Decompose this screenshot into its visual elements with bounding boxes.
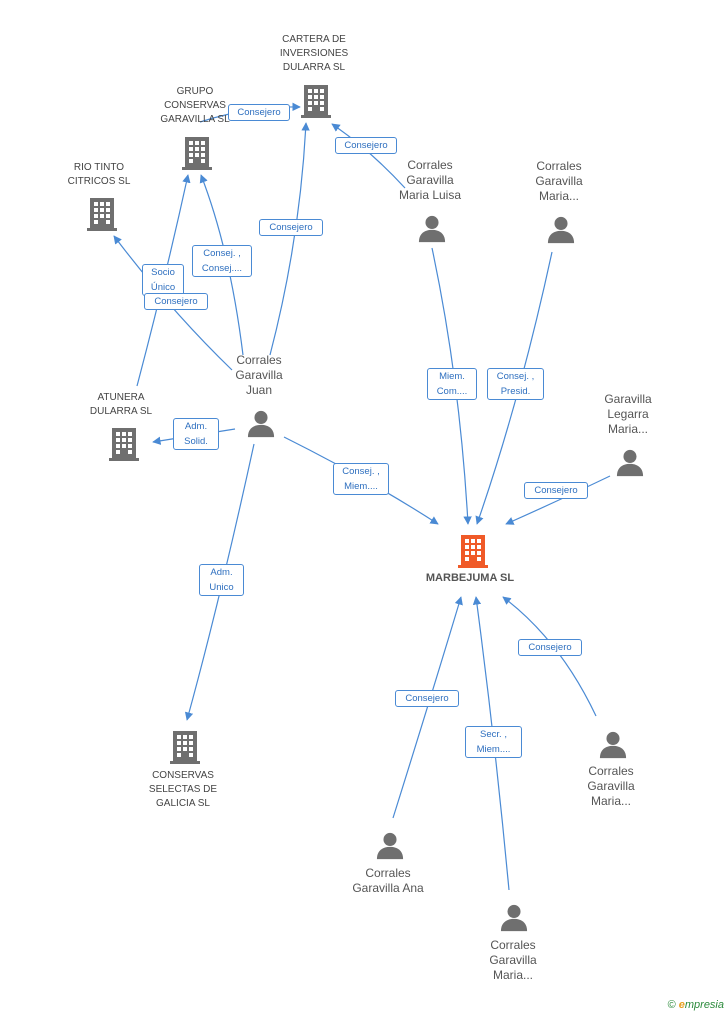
relation-label[interactable]: Socio Único bbox=[142, 264, 184, 296]
node-grupo-label[interactable]: GRUPO CONSERVAS GARAVILLA SL bbox=[160, 86, 230, 125]
edge-legarra-marbejuma bbox=[505, 475, 611, 525]
person-icon[interactable] bbox=[418, 215, 446, 243]
node-conservas-label[interactable]: CONSERVAS SELECTAS DE GALICIA SL bbox=[148, 770, 218, 809]
node-riotinto-label[interactable]: RIO TINTO CITRICOS SL bbox=[67, 162, 131, 187]
building-icon[interactable] bbox=[109, 428, 139, 461]
brand-initial: e bbox=[678, 999, 685, 1011]
person-icon[interactable] bbox=[616, 449, 644, 477]
node-atunera-label[interactable]: ATUNERA DULARRA SL bbox=[89, 392, 153, 417]
relation-label[interactable]: Miem. Com.... bbox=[427, 368, 477, 400]
node-marialuisa-label[interactable]: Corrales Garavilla Maria Luisa bbox=[398, 158, 462, 202]
person-icon[interactable] bbox=[599, 731, 627, 759]
building-icon[interactable] bbox=[182, 137, 212, 170]
relation-label[interactable]: Consejero bbox=[524, 482, 588, 499]
relation-label[interactable]: Consejero bbox=[228, 104, 290, 121]
relation-label[interactable]: Adm. Solid. bbox=[173, 418, 219, 450]
person-icon[interactable] bbox=[376, 832, 404, 860]
person-icon[interactable] bbox=[500, 904, 528, 932]
building-icon[interactable] bbox=[301, 85, 331, 118]
person-icon[interactable] bbox=[247, 410, 275, 438]
relation-label[interactable]: Consejero bbox=[144, 293, 208, 310]
edge-maria2-marbejuma bbox=[502, 596, 597, 717]
node-cartera-label[interactable]: CARTERA DE INVERSIONES DULARRA SL bbox=[279, 34, 349, 73]
node-maria2-label[interactable]: Corrales Garavilla Maria... bbox=[587, 764, 635, 808]
building-icon[interactable] bbox=[87, 198, 117, 231]
relation-label[interactable]: Secr. , Miem.... bbox=[465, 726, 522, 758]
node-juan-label[interactable]: Corrales Garavilla Juan bbox=[235, 353, 283, 397]
copyright-symbol: © bbox=[667, 999, 676, 1011]
relation-label[interactable]: Consejero bbox=[259, 219, 323, 236]
relation-label[interactable]: Consejero bbox=[395, 690, 459, 707]
node-marbejuma-label[interactable]: MARBEJUMA SL bbox=[425, 572, 515, 584]
edge-ana-marbejuma bbox=[392, 596, 463, 819]
person-icon[interactable] bbox=[547, 216, 575, 244]
edge-juan-cartera bbox=[269, 122, 310, 356]
relation-label[interactable]: Adm. Unico bbox=[199, 564, 244, 596]
relation-label[interactable]: Consejero bbox=[335, 137, 397, 154]
node-maria3-label[interactable]: Corrales Garavilla Maria... bbox=[489, 938, 537, 982]
building-icon[interactable] bbox=[170, 731, 200, 764]
relation-label[interactable]: Consej. , Consej.... bbox=[192, 245, 252, 277]
brand-name: mpresia bbox=[684, 999, 724, 1011]
relation-label[interactable]: Consej. , Miem.... bbox=[333, 463, 389, 495]
node-maria1-label[interactable]: Corrales Garavilla Maria... bbox=[535, 159, 583, 203]
brand-logo: ©empresia bbox=[668, 999, 724, 1011]
node-ana-label[interactable]: Corrales Garavilla Ana bbox=[352, 866, 424, 895]
relation-label[interactable]: Consej. , Presid. bbox=[487, 368, 544, 400]
node-legarra-label[interactable]: Garavilla Legarra Maria... bbox=[604, 392, 652, 436]
relation-label[interactable]: Consejero bbox=[518, 639, 582, 656]
building-icon[interactable] bbox=[458, 535, 488, 568]
